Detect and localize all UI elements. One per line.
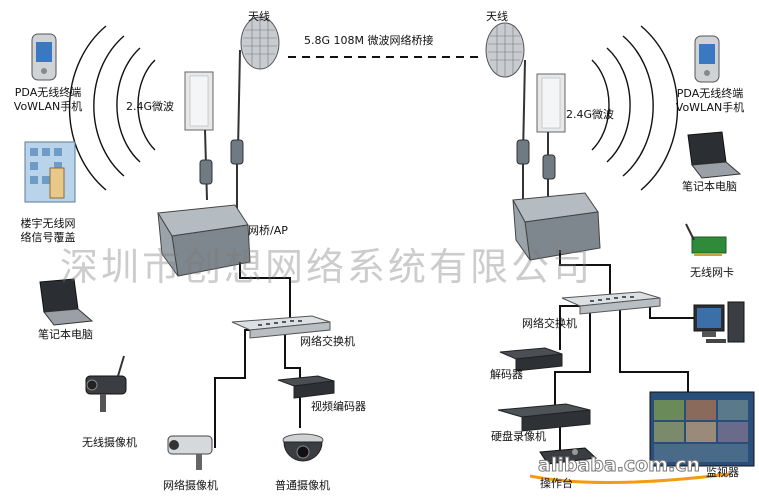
dome-camera-label: 普通摄像机 [275,479,330,492]
pda-left-label-1: PDA无线终端 [14,86,82,99]
laptop-left-icon [39,278,94,326]
pda-right-label-2: VoWLAN手机 [675,101,745,114]
wireless-camera-label: 无线摄像机 [82,436,137,449]
switch-right-icon [561,291,661,315]
wave-arcs-left [68,25,156,191]
bridge-ap-left-icon [157,204,251,277]
wireless-camera-icon [85,355,127,412]
dvr-icon [497,403,591,432]
switch-right-label: 网络交换机 [522,317,577,330]
video-monitor-icon [649,391,755,467]
console-icon [539,447,598,465]
encoder-icon [277,375,335,399]
laptop-right-label: 笔记本电脑 [682,180,737,193]
desktop-pc-icon [693,301,745,343]
microwave-link-label: 5.8G 108M 微波网络桥接 [304,34,434,47]
grid-antenna-right-icon [485,22,526,156]
bridge-ap-label: 网桥/AP [248,224,288,237]
console-label: 操作台 [540,477,573,490]
building-icon [24,141,76,203]
dome-camera-icon [282,433,324,462]
decoder-label: 解码器 [490,368,523,381]
antenna-right-label: 天线 [486,10,508,23]
pda-left-icon [31,33,57,81]
alibaba-logo-icon [529,472,731,485]
monitor-label: 监视器 [706,466,739,479]
wireless-nic-icon [685,223,727,256]
network-cables [214,250,695,452]
encoder-label: 视频编码器 [311,400,366,413]
network-camera-icon [167,435,213,470]
antenna-left-label: 天线 [248,10,270,23]
laptop-right-icon [687,131,742,179]
wave-arcs-right [591,25,679,191]
microwave-left-label: 2.4G微波 [126,100,175,113]
dvr-label: 硬盘录像机 [491,430,546,443]
network-camera-label: 网络摄像机 [163,479,218,492]
pda-right-label-1: PDA无线终端 [676,87,744,100]
panel-antenna-left-icon [184,71,214,201]
decoder-icon [499,347,563,372]
grid-antenna-left-icon [237,16,280,151]
lightning-arrestor-icons [199,139,556,185]
microwave-right-label: 2.4G微波 [566,108,615,121]
pda-left-label-2: VoWLAN手机 [13,100,83,113]
switch-left-icon [231,315,331,339]
switch-left-label: 网络交换机 [300,335,355,348]
bridge-ap-right-icon [512,192,601,261]
alibaba-logo-text: alibaba.com.cn [537,454,701,477]
laptop-left-label: 笔记本电脑 [38,328,93,341]
panel-antenna-right-icon [536,73,566,205]
wireless-nic-label: 无线网卡 [690,266,734,279]
pda-right-icon [694,35,720,83]
building-label-1: 楼宇无线网 [20,217,76,230]
watermark: 深圳市创想网络系统有限公司 [60,245,594,289]
building-label-2: 络信号覆盖 [20,231,76,244]
